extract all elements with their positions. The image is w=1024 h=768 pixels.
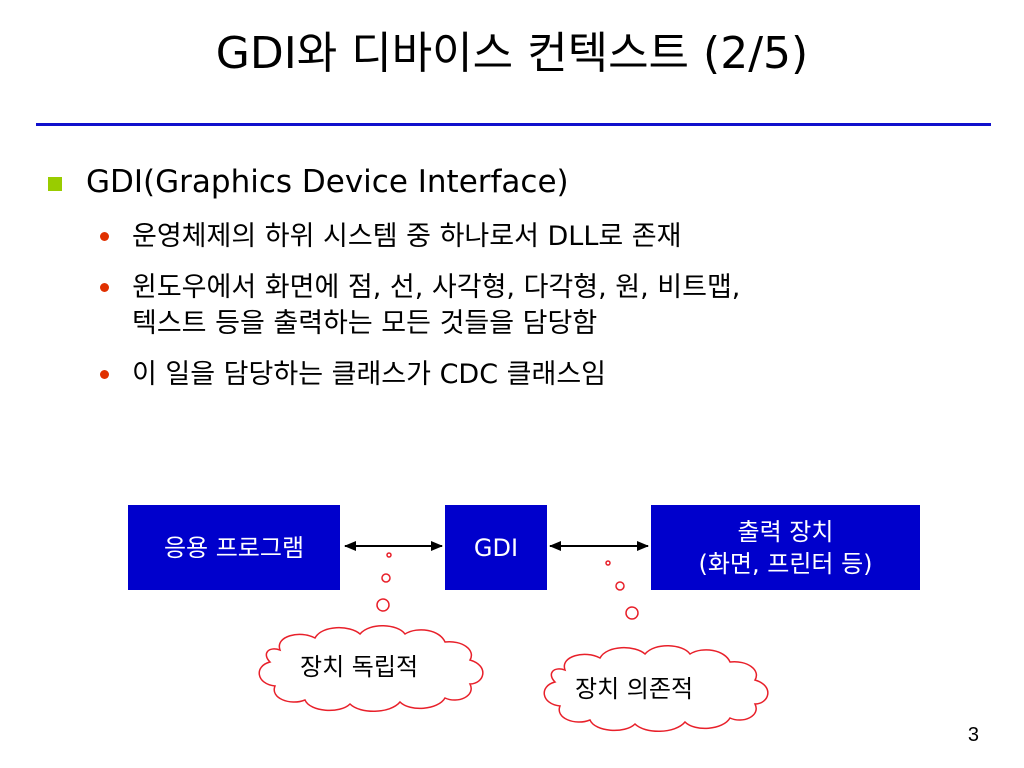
bullet-text: GDI(Graphics Device Interface) xyxy=(86,164,569,200)
box-device-label-line2: (화면, 프린터 등) xyxy=(698,549,873,578)
box-application: 응용 프로그램 xyxy=(128,505,340,590)
box-application-label: 응용 프로그램 xyxy=(163,533,305,562)
sub-bullet-text: 텍스트 등을 출력하는 모든 것들을 담당함 xyxy=(132,308,598,339)
slide-title: GDI와 디바이스 컨텍스트 (2/5) xyxy=(215,28,809,79)
page-number: 3 xyxy=(967,724,979,746)
cloud-independent-shape xyxy=(258,625,484,712)
cloud-dependent-label: 장치 의존적 xyxy=(575,675,694,703)
thought-bubble-dependent xyxy=(543,560,769,732)
square-bullet-icon xyxy=(48,177,62,191)
round-bullet-icon xyxy=(100,370,109,379)
sub-bullet-text: 운영체제의 하위 시스템 중 하나로서 DLL로 존재 xyxy=(132,221,682,252)
box-device-label-line1: 출력 장치 xyxy=(737,517,834,546)
cloud-independent-label: 장치 독립적 xyxy=(300,653,419,681)
round-bullet-icon xyxy=(100,283,109,292)
sub-bullet-text: 이 일을 담당하는 클래스가 CDC 클래스임 xyxy=(132,359,607,390)
box-output-device: 출력 장치 (화면, 프린터 등) xyxy=(651,505,920,590)
box-gdi-label: GDI xyxy=(473,533,519,562)
box-gdi: GDI xyxy=(445,505,547,590)
thought-bubble-independent xyxy=(258,552,484,712)
sub-bullet-text: 윈도우에서 화면에 점, 선, 사각형, 다각형, 원, 비트맵, xyxy=(132,272,741,303)
title-divider xyxy=(36,123,991,126)
round-bullet-icon xyxy=(100,232,109,241)
cloud-dependent-shape xyxy=(543,645,769,732)
